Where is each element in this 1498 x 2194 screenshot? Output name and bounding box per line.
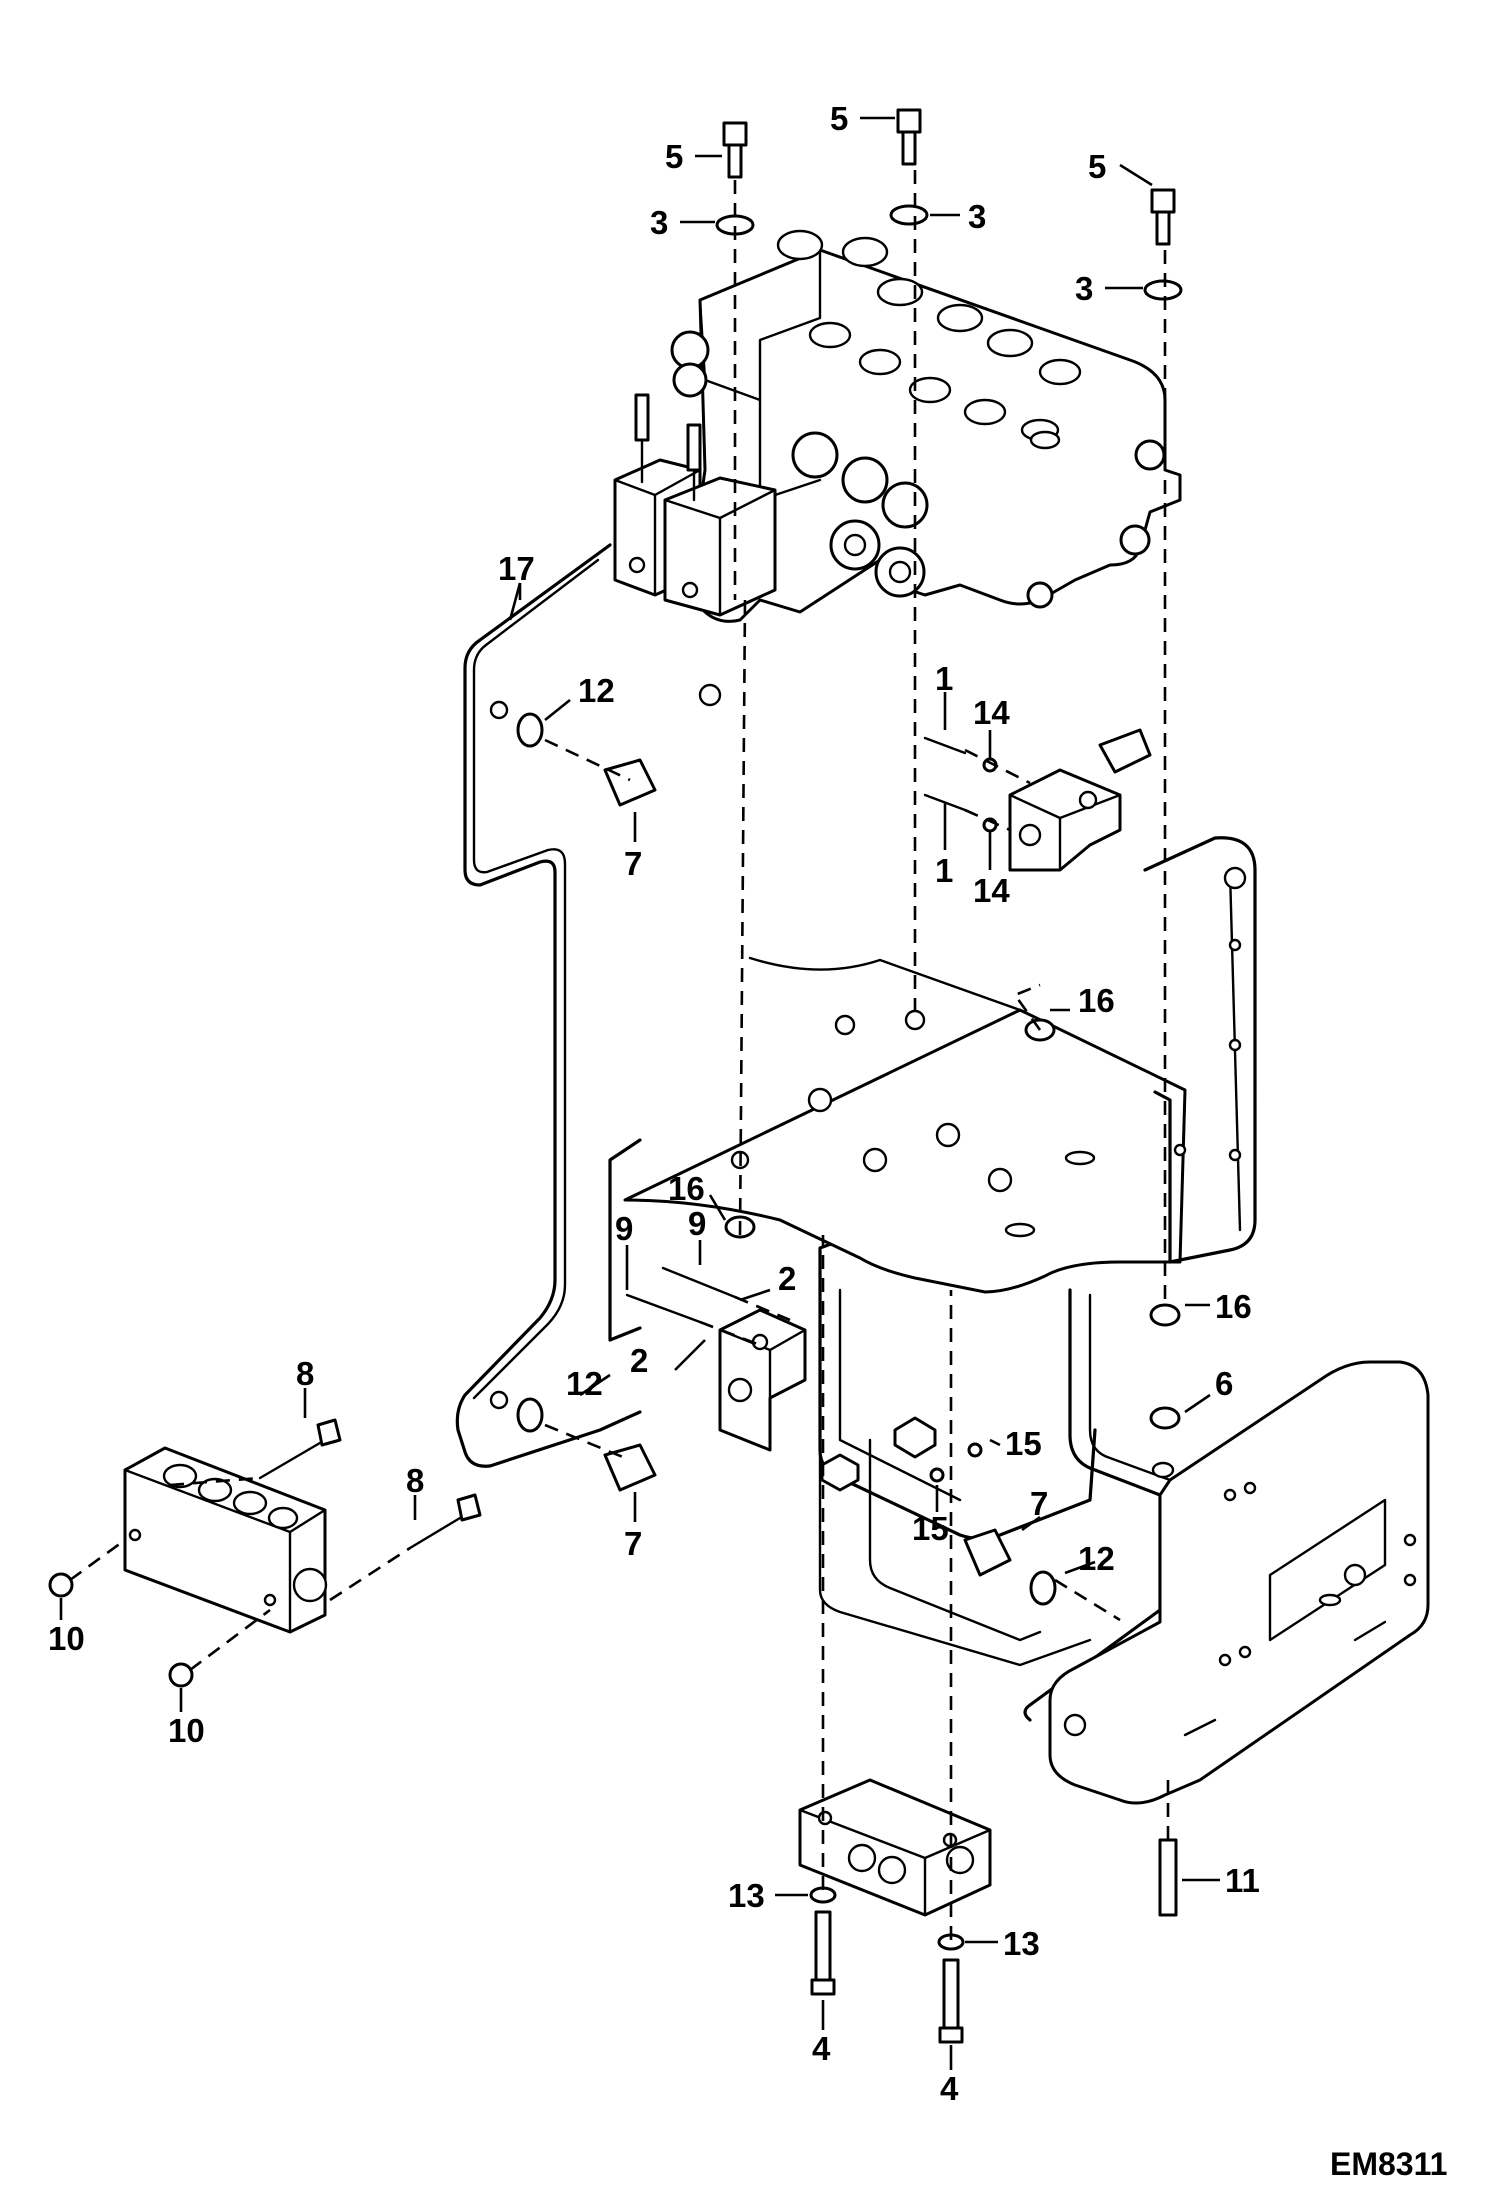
lower-rails xyxy=(818,1438,1092,1667)
callout-5-a: 5 xyxy=(665,138,683,175)
callout-3-a: 3 xyxy=(650,204,668,241)
callout-3-b: 3 xyxy=(968,198,986,235)
callout-13-a: 13 xyxy=(728,1877,765,1914)
left-manifold-block xyxy=(123,1446,328,1634)
callout-12-b: 12 xyxy=(566,1365,603,1402)
callout-8-b: 8 xyxy=(406,1462,424,1499)
callout-10-a: 10 xyxy=(48,1620,85,1657)
callout-1-a: 1 xyxy=(935,660,953,697)
callout-5-c: 5 xyxy=(1088,148,1106,185)
callout-7-a: 7 xyxy=(624,845,642,882)
callout-13-b: 13 xyxy=(1003,1925,1040,1962)
right-frame-plate xyxy=(1023,1288,1430,1805)
callout-14-b: 14 xyxy=(973,872,1010,909)
callout-7-b: 7 xyxy=(1030,1485,1048,1522)
center-valve-block xyxy=(718,1308,807,1452)
callout-15-a: 15 xyxy=(1005,1425,1042,1462)
callout-3-c: 3 xyxy=(1075,270,1093,307)
drawing-reference: EM8311 xyxy=(1330,2146,1447,2182)
callout-11: 11 xyxy=(1225,1862,1260,1899)
callout-labels: 5 5 5 3 3 3 17 12 7 1 14 1 14 16 16 9 9 … xyxy=(48,100,1260,2107)
callout-17: 17 xyxy=(498,550,535,587)
callout-9-b: 9 xyxy=(688,1205,706,1242)
mounting-plate-left xyxy=(455,543,722,1468)
callout-16-a: 16 xyxy=(1078,982,1115,1019)
fasteners xyxy=(48,108,1183,2044)
callout-6: 6 xyxy=(1215,1365,1233,1402)
callout-16-c: 16 xyxy=(1215,1288,1252,1325)
alignment-lines xyxy=(69,170,1170,1940)
mounting-platform xyxy=(623,956,1187,1294)
callout-5-b: 5 xyxy=(830,100,848,137)
callout-9-a: 9 xyxy=(615,1210,633,1247)
callout-8-a: 8 xyxy=(296,1355,314,1392)
control-valve-assembly xyxy=(613,229,1182,623)
callout-15-b: 15 xyxy=(912,1510,949,1547)
callout-12-c: 12 xyxy=(1078,1540,1115,1577)
callout-7-c: 7 xyxy=(624,1525,642,1562)
callout-2-b: 2 xyxy=(630,1342,648,1379)
callout-10-b: 10 xyxy=(168,1712,205,1749)
callout-14-a: 14 xyxy=(973,694,1010,731)
callout-4-b: 4 xyxy=(940,2070,959,2107)
callout-2-a: 2 xyxy=(778,1260,796,1297)
callout-12-a: 12 xyxy=(578,672,615,709)
callout-16-b: 16 xyxy=(668,1170,705,1207)
callout-1-b: 1 xyxy=(935,852,953,889)
relief-valve-block xyxy=(1008,728,1152,872)
callout-4-a: 4 xyxy=(812,2030,831,2067)
callout-leaders xyxy=(59,116,1220,2070)
right-bracket xyxy=(1143,836,1257,1264)
